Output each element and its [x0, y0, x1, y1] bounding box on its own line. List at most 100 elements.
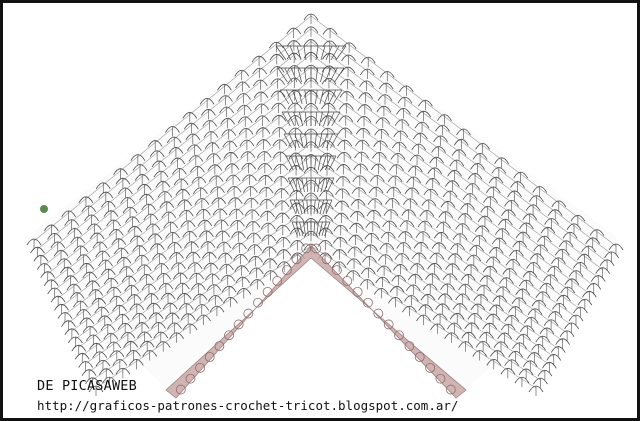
shell-stitch	[206, 153, 221, 160]
shell-stitch	[50, 241, 66, 249]
shell-stitch	[287, 77, 302, 85]
shell-stitch	[185, 133, 201, 141]
spine-stitch	[314, 133, 317, 149]
shell-stitch	[148, 312, 164, 320]
spine-stitch	[301, 177, 305, 193]
shell-stitch	[219, 106, 234, 114]
scalloped-border	[165, 243, 467, 399]
shell-stitch	[53, 249, 69, 257]
spine-stitch	[321, 221, 327, 237]
spine-stitch	[324, 67, 332, 83]
shell-stitch	[272, 139, 288, 146]
border-scallop	[262, 286, 273, 297]
spine-stitch	[279, 89, 290, 105]
border-scallop	[331, 265, 342, 276]
shell-stitch	[43, 279, 59, 287]
shell-stitch	[79, 262, 95, 270]
spine-stitch	[296, 177, 302, 193]
shell-stitch	[539, 327, 555, 335]
shell-stitch	[586, 283, 602, 290]
shell-stitch	[322, 40, 338, 48]
spine-stitch	[317, 177, 321, 193]
spine-stitch	[329, 133, 339, 149]
shell-stitch	[581, 290, 597, 298]
shell-stitch	[215, 230, 230, 238]
spine-stitch	[325, 45, 333, 61]
spine-stitch	[304, 89, 307, 105]
spine-stitch	[315, 89, 318, 105]
spine-stitch	[319, 199, 324, 215]
spine-stitch	[289, 45, 297, 61]
shell-stitch	[470, 303, 486, 311]
spine-stitch	[305, 133, 308, 149]
shell-stitch	[391, 274, 407, 282]
border-scallop	[404, 341, 415, 352]
spine-stitch	[306, 177, 309, 193]
shell-stitch	[146, 302, 162, 310]
spine-stitch	[317, 155, 322, 171]
shell-stitch	[303, 64, 319, 72]
shell-stitch	[334, 212, 349, 220]
shell-stitch	[224, 163, 240, 170]
spine-stitch	[320, 67, 325, 83]
shell-stitch	[127, 225, 143, 233]
shell-stitch	[533, 377, 548, 385]
shell-stitch	[340, 66, 356, 74]
shell-stitch	[560, 286, 576, 294]
border-scallop	[185, 373, 196, 384]
shell-stitch	[350, 210, 365, 218]
shell-stitch	[488, 247, 504, 254]
shell-stitch	[440, 200, 456, 208]
shell-stitch	[457, 213, 473, 220]
shell-stitch	[261, 234, 277, 242]
shell-stitch	[507, 190, 522, 198]
spine-stitch	[318, 221, 323, 237]
shell-stitch	[98, 259, 113, 267]
spine-stitch	[315, 67, 318, 83]
spine-stitch	[319, 89, 324, 105]
shell-stitch	[488, 176, 504, 184]
shell-stitch	[529, 195, 544, 202]
spine-stitch	[292, 89, 299, 105]
shell-stitch	[47, 233, 62, 240]
shell-stitch	[54, 303, 69, 311]
spine-stitch	[322, 199, 329, 215]
shell-stitch	[113, 247, 129, 255]
shell-stitch	[64, 219, 79, 226]
shell-stitch	[166, 136, 182, 144]
crochet-diagram	[26, 13, 624, 399]
shell-stitch	[303, 218, 319, 225]
spine-stitch	[284, 67, 293, 83]
shell-stitch	[413, 132, 428, 140]
spine-stitch	[314, 155, 317, 171]
shell-stitch	[427, 167, 443, 175]
shell-stitch	[546, 354, 562, 361]
shell-stitch	[92, 351, 108, 358]
shell-stitch	[375, 117, 391, 124]
spine-stitch	[300, 155, 305, 171]
border-scallop	[204, 352, 215, 362]
spine-stitch	[323, 111, 329, 127]
border-scallop	[342, 276, 353, 286]
shell-stitch	[98, 368, 114, 375]
border-scallop	[253, 297, 263, 308]
shell-stitch	[455, 223, 470, 230]
shell-stitch	[108, 228, 124, 236]
shell-stitch	[193, 187, 208, 194]
shell-stitch	[275, 236, 291, 244]
shell-stitch	[321, 102, 336, 110]
shell-stitch	[351, 187, 367, 194]
shell-stitch	[433, 231, 449, 239]
shell-stitch	[76, 309, 91, 316]
shell-stitch	[357, 104, 373, 111]
shell-stitch	[467, 173, 483, 180]
spine-stitch	[303, 45, 307, 61]
spine-stitch	[292, 177, 299, 193]
spine-stitch	[299, 133, 304, 149]
shell-stitch	[537, 369, 553, 377]
border-scallop	[195, 362, 206, 373]
shell-stitch	[202, 120, 218, 127]
shell-stitch	[85, 377, 100, 385]
spine-stitch	[305, 155, 308, 171]
